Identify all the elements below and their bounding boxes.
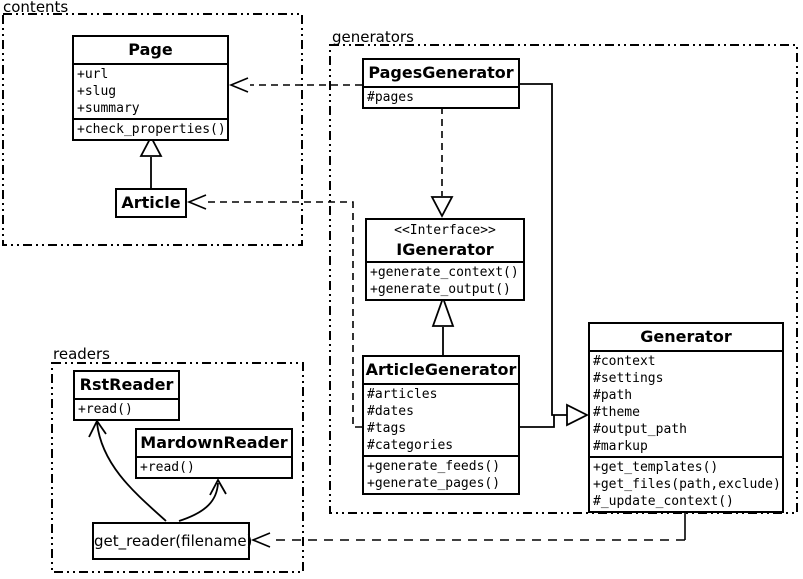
- class-title-page: Page: [128, 40, 173, 59]
- methods-section: +generate_feeds() +generate_pages(): [364, 455, 518, 493]
- member-row: #path: [593, 388, 633, 403]
- methods-section: +read(): [75, 398, 178, 419]
- class-box-article: Article: [115, 188, 187, 218]
- member-row: #dates: [367, 404, 414, 419]
- member-row: +slug: [77, 84, 117, 99]
- member-row: #articles: [367, 387, 438, 402]
- function-label-get-reader: get_reader(filename): [94, 532, 253, 550]
- class-title-pagesgenerator: PagesGenerator: [368, 63, 514, 82]
- class-title-article: Article: [121, 193, 181, 212]
- package-border-generators: [329, 44, 798, 514]
- dependency-articlegenerator-to-article: [186, 194, 362, 428]
- methods-section: +get_templates() +get_files(path,exclude)…: [590, 456, 782, 511]
- package-label-generators: generators: [332, 28, 414, 46]
- attributes-section: #pages: [364, 86, 518, 107]
- member-row: +check_properties(): [77, 122, 226, 137]
- association-getreader-to-mardownreader: [178, 478, 227, 522]
- methods-section: +generate_context() +generate_output(): [367, 261, 523, 299]
- member-row: +generate_output(): [370, 282, 511, 297]
- methods-section: +read(): [137, 456, 291, 477]
- member-row: #_update_context(): [593, 494, 734, 509]
- member-row: #context: [593, 354, 656, 369]
- attributes-section: #articles #dates #tags #categories: [364, 383, 518, 455]
- attributes-section: +url +slug +summary: [74, 63, 227, 118]
- stereotype-interface: <<Interface>>: [394, 223, 496, 238]
- inheritance-article-to-page: [139, 135, 163, 188]
- class-title-generator: Generator: [640, 327, 732, 346]
- package-label-contents: contents: [3, 0, 69, 16]
- class-box-pagesgenerator: PagesGenerator #pages: [362, 58, 520, 109]
- class-box-generator: Generator #context #settings #path #theme #o…: [588, 322, 784, 513]
- member-row: +get_files(path,exclude): [593, 477, 781, 492]
- dependency-pagesgenerator-to-page: [228, 77, 362, 93]
- class-box-mardownreader: MardownReader +read(): [135, 428, 293, 479]
- class-box-rstreader: RstReader +read(): [73, 370, 180, 421]
- attributes-section: #context #settings #path #theme #output_path…: [590, 350, 782, 456]
- class-title-mardownreader: MardownReader: [140, 433, 288, 452]
- package-border-contents: [2, 13, 303, 246]
- class-title-igenerator: IGenerator: [396, 240, 494, 259]
- methods-section: +check_properties(): [74, 118, 227, 139]
- member-row: +read(): [78, 402, 133, 417]
- inheritance-articlegenerator-to-igenerator: [431, 295, 455, 355]
- member-row: #settings: [593, 371, 664, 386]
- member-row: #pages: [367, 90, 414, 105]
- member-row: +generate_pages(): [367, 476, 501, 491]
- realization-pagesgenerator-to-igenerator: [430, 107, 454, 218]
- package-border-readers: [51, 362, 304, 573]
- class-title-articlegenerator: ArticleGenerator: [365, 360, 517, 379]
- member-row: +get_templates(): [593, 460, 719, 475]
- inheritance-generators-to-generator: [518, 83, 590, 428]
- member-row: +generate_context(): [370, 265, 519, 280]
- member-row: #output_path: [593, 422, 687, 437]
- member-row: +read(): [140, 460, 195, 475]
- association-getreader-to-rstreader: [88, 419, 167, 522]
- member-row: #theme: [593, 405, 640, 420]
- class-box-page: Page +url +slug +summary +check_properties…: [72, 35, 229, 141]
- class-box-igenerator: <<Interface>> IGenerator +generate_conte…: [365, 218, 525, 301]
- package-label-readers: readers: [53, 345, 110, 363]
- function-box-get-reader: get_reader(filename): [92, 522, 253, 560]
- member-row: +url: [77, 67, 109, 82]
- member-row: #categories: [367, 438, 454, 453]
- member-row: #tags: [367, 421, 407, 436]
- member-row: +generate_feeds(): [367, 459, 501, 474]
- member-row: #markup: [593, 439, 648, 454]
- class-title-rstreader: RstReader: [79, 375, 174, 394]
- member-row: +summary: [77, 101, 140, 116]
- class-box-articlegenerator: ArticleGenerator #articles #dates #tags #ca…: [362, 355, 520, 495]
